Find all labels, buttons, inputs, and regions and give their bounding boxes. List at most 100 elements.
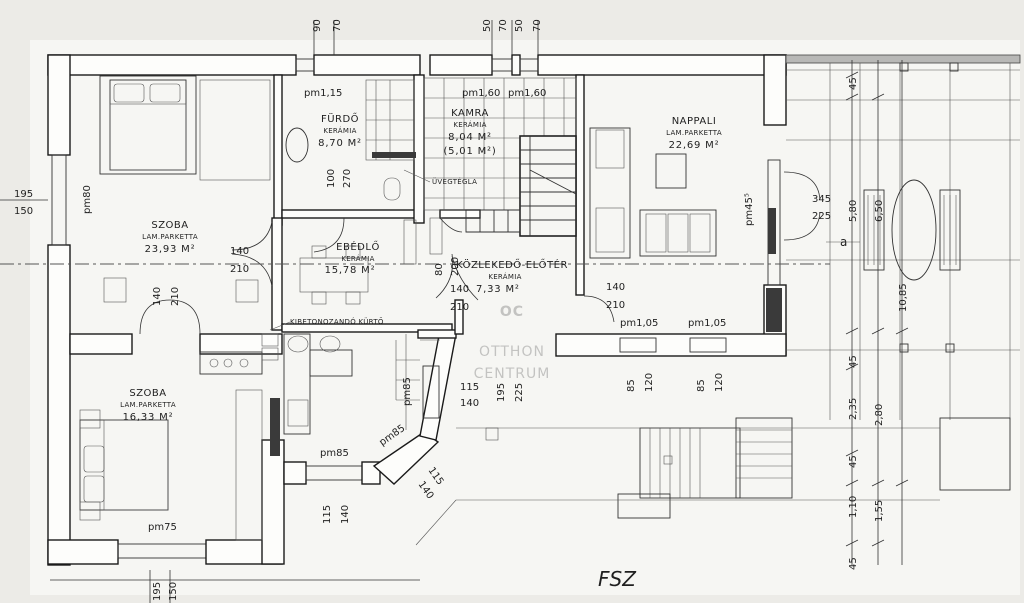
room-area: 7,33 M²	[476, 284, 520, 295]
dim-label: 6,50	[874, 200, 885, 222]
dim-label: 140	[152, 287, 163, 306]
dim-label: 225	[812, 211, 831, 222]
dim-label: 115	[460, 382, 479, 393]
dim-label: 85	[696, 379, 707, 392]
dim-label: 210	[170, 287, 181, 306]
room-name: FÜRDŐ	[321, 111, 359, 125]
dim-label: 120	[644, 373, 655, 392]
dim-label: 2,80	[874, 404, 885, 426]
bed-room2	[79, 389, 263, 541]
dim-label: 5,80	[848, 200, 859, 222]
room-label-kamra: KAMRA KERÁMIA 8,04 M² (5,01 M²)	[443, 108, 496, 157]
dim-label: 140	[606, 282, 625, 293]
dim-label: 210	[230, 264, 249, 275]
dim-label: pm1,60	[462, 88, 500, 99]
dim-label: pm1,60	[508, 88, 546, 99]
room-material: KERÁMIA	[488, 272, 521, 281]
dimension-labels: 90 70 50 70 50 70 195 150 195 150 pm1,15…	[14, 19, 909, 601]
room-material: LAM.PARKETTA	[120, 401, 176, 409]
interior-walls	[271, 74, 585, 339]
dim-label: pm80	[82, 185, 93, 214]
bed-room1	[99, 75, 271, 303]
dim-label: 45	[848, 355, 859, 368]
dim-label: pm45⁵	[744, 193, 755, 226]
dim-label: 140	[450, 284, 469, 295]
chimney-label: KIBETONOZANDÓ KÜRTŐ	[290, 317, 384, 326]
floor-mark: FSZ	[598, 567, 637, 591]
sheet	[30, 40, 1020, 595]
room-label-furdo: FÜRDŐ KERÁMIA 8,70 M²	[318, 111, 362, 149]
room-name: SZOBA	[151, 220, 188, 231]
dim-label: 70	[532, 19, 543, 32]
room-name: SZOBA	[129, 388, 166, 399]
room-material: KERÁMIA	[453, 120, 486, 129]
dim-label: 80	[434, 263, 445, 276]
dim-label: pm75	[148, 522, 177, 533]
kitchen	[199, 333, 440, 435]
dim-label: 50	[514, 19, 525, 32]
outer-stairs	[415, 417, 940, 546]
dim-label: 140	[340, 505, 351, 524]
stairs-kamra	[423, 77, 577, 237]
room-label-nappali: NAPPALI LAM.PARKETTA 22,69 M²	[666, 116, 722, 151]
axis-label-a: a	[840, 235, 847, 249]
dim-label: pm1,15	[304, 88, 342, 99]
watermark-line2: CENTRUM	[474, 366, 551, 382]
dim-label: 200	[450, 257, 461, 276]
dim-label: 140	[230, 246, 249, 257]
dim-label: 345	[812, 194, 831, 205]
dim-label: 1,55	[874, 500, 885, 522]
dim-label: 140	[460, 398, 479, 409]
dim-label: 195	[496, 383, 507, 402]
room-label-ebedlo: EBÉDLŐ KERÁMIA 15,78 M²	[325, 239, 380, 276]
dim-label: 45	[848, 77, 859, 90]
living-room-furniture	[589, 127, 717, 259]
room-material: KERÁMIA	[341, 254, 374, 263]
room-label-szoba2: SZOBA LAM.PARKETTA 16,33 M²	[120, 388, 176, 423]
room-name: EBÉDLŐ	[336, 239, 380, 253]
room-area: 8,70 M²	[318, 138, 362, 149]
dim-label: 150	[168, 582, 179, 601]
exterior-walls	[47, 54, 787, 566]
dim-label: pm1,05	[620, 318, 658, 329]
room-area: 16,33 M²	[123, 412, 174, 423]
room-area: 23,93 M²	[145, 244, 196, 255]
room-name: KÖZLEKEDŐ-ELŐTÉR	[456, 257, 568, 271]
room-area: 15,78 M²	[325, 265, 376, 276]
dim-label: 270	[342, 169, 353, 188]
dim-label: 115	[322, 505, 333, 524]
room-material: KERÁMIA	[323, 126, 356, 135]
bathroom-fixtures	[285, 79, 416, 201]
room-label-kozlekedo: KÖZLEKEDŐ-ELŐTÉR KERÁMIA 7,33 M²	[456, 257, 568, 295]
door-swings	[139, 171, 821, 335]
room-name: NAPPALI	[672, 116, 717, 127]
right-dimension-lines	[845, 60, 909, 565]
dim-label: 2,35	[848, 398, 859, 420]
top-windows	[295, 58, 539, 72]
dim-label: 1,10	[848, 496, 859, 518]
glass-block-label: ÜVEGTÉGLA	[432, 177, 477, 186]
left-bottom-dimension-lines	[0, 199, 420, 603]
room-area: 22,69 M²	[669, 140, 720, 151]
dim-label: 90	[312, 19, 323, 32]
dim-label: 120	[714, 373, 725, 392]
terrace-pergola	[785, 54, 1021, 491]
dim-label: pm85	[320, 448, 349, 459]
dim-label: 70	[332, 19, 343, 32]
top-dimension-lines	[313, 20, 539, 55]
watermark-logo: OC	[500, 304, 524, 320]
watermark: OC OTTHON CENTRUM	[474, 304, 551, 382]
room-material: LAM.PARKETTA	[666, 129, 722, 137]
dim-label: 195	[14, 189, 33, 200]
room-material: LAM.PARKETTA	[142, 233, 198, 241]
room-label-szoba1: SZOBA LAM.PARKETTA 23,93 M²	[142, 220, 198, 255]
watermark-line1: OTTHON	[479, 344, 545, 360]
dim-label: 45	[848, 455, 859, 468]
room-name: KAMRA	[451, 108, 489, 119]
room-area-secondary: (5,01 M²)	[443, 146, 496, 157]
dim-label: 45	[848, 557, 859, 570]
dim-label: 50	[482, 19, 493, 32]
dim-label: 150	[14, 206, 33, 217]
dim-label: pm85	[402, 377, 413, 406]
